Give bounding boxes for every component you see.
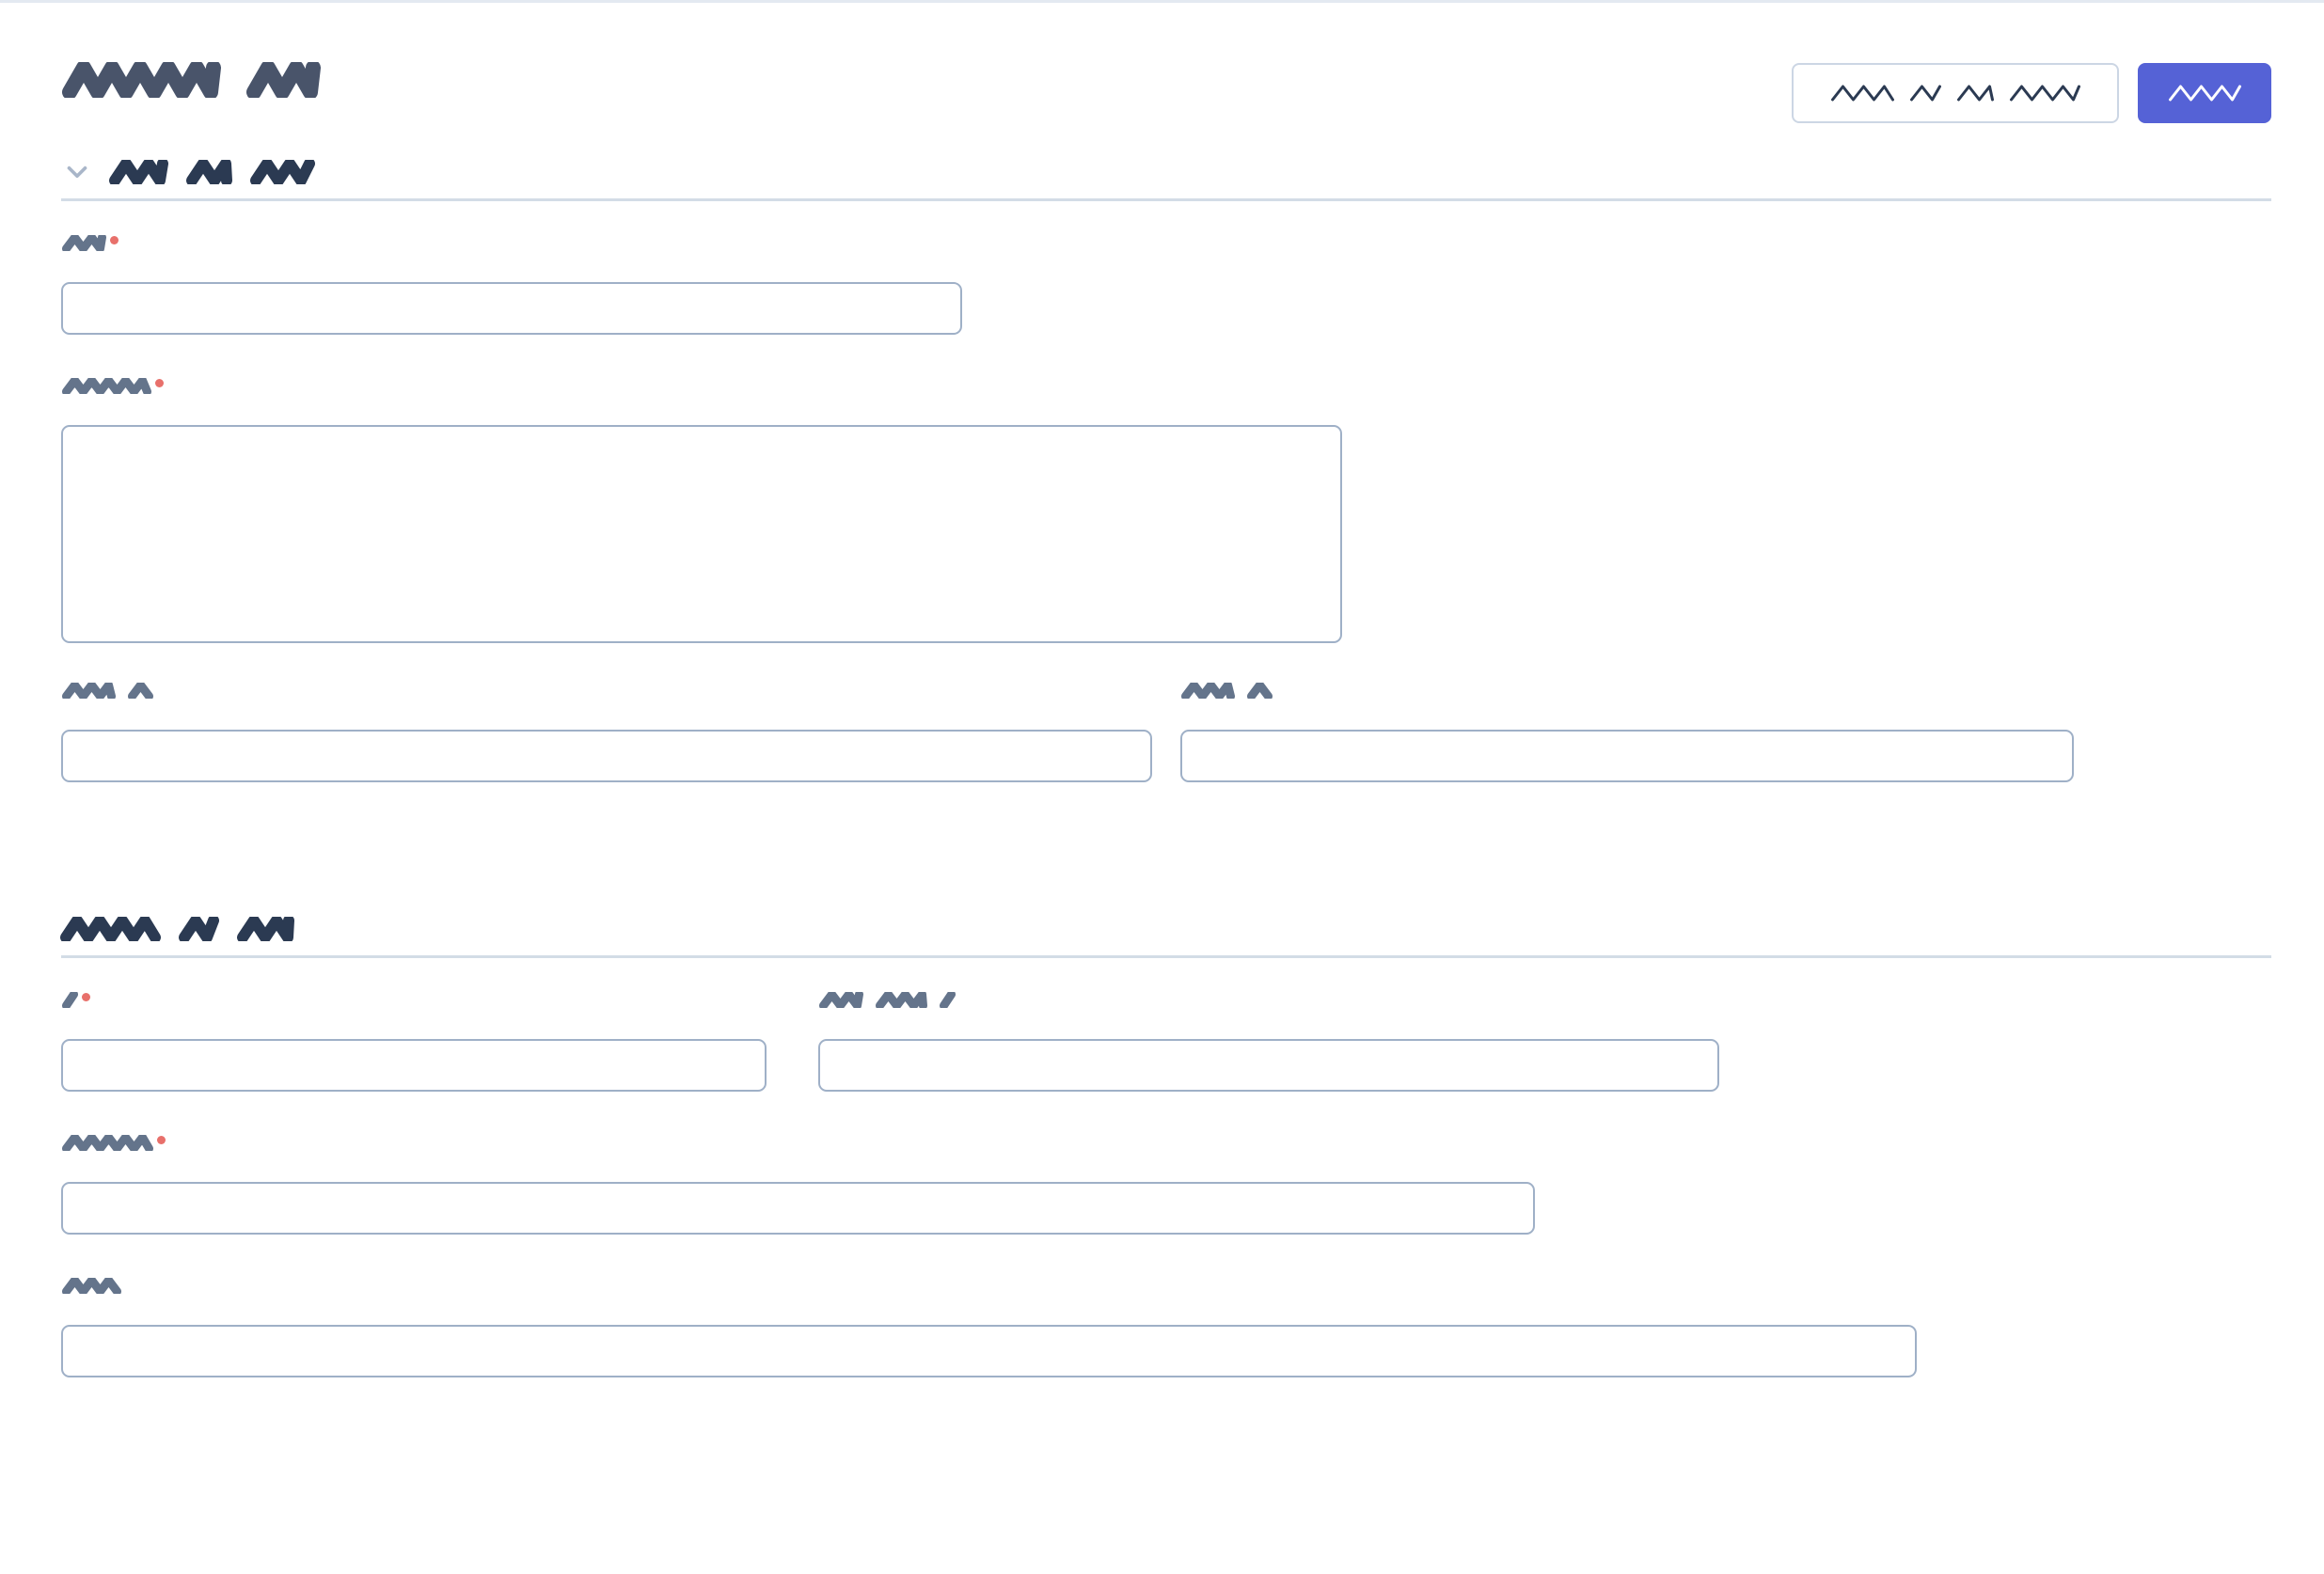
redaction-scribble [61,235,106,251]
header-actions [1792,63,2271,123]
redaction-scribble [249,160,315,184]
required-marker [82,993,90,1001]
field-external-id-input[interactable] [818,1039,1719,1092]
field-end-date [1180,683,2074,782]
section-one-divider [61,198,2271,201]
field-description [61,335,2324,643]
redaction-scribble [59,917,161,941]
section-two [0,782,2324,1377]
section-one-header[interactable] [0,146,2324,198]
field-end-date-input[interactable] [1180,730,2074,782]
redaction-scribble [939,992,956,1008]
required-marker [157,1136,166,1144]
required-marker [155,379,164,387]
field-description-label [61,378,2324,410]
field-end-date-label-text [1180,683,1273,699]
field-id [61,992,818,1092]
field-notes-input[interactable] [61,1325,1917,1377]
section-one-fields [0,201,2324,782]
redaction-scribble [127,683,153,699]
field-name [61,201,2324,335]
field-external-id-label [818,992,1719,1024]
redaction-scribble [1180,683,1235,699]
field-start-date [61,683,1180,782]
redaction-scribble [108,160,168,184]
field-start-date-label-text [61,683,153,699]
redaction-scribble [236,917,294,941]
redaction-scribble [1956,84,1994,102]
page-header [0,3,2324,146]
redaction-scribble [2009,84,2080,102]
redaction-scribble [61,62,221,98]
field-start-date-label [61,683,1180,715]
form-page [0,3,2324,1377]
secondary-button-label [1830,84,2080,102]
redaction-scribble [2168,84,2241,102]
redaction-scribble [1246,683,1273,699]
field-name-label [61,235,2324,267]
field-reference-label-text [61,1135,153,1151]
redaction-scribble [61,378,151,394]
section-one-title [108,160,315,184]
field-name-label-text [61,235,106,251]
field-id-label-text [61,992,78,1008]
primary-button-label [2168,84,2241,102]
id-row [61,958,2324,1092]
chevron-down-icon[interactable] [61,156,93,188]
primary-button[interactable] [2138,63,2271,123]
section-two-fields [0,958,2324,1377]
field-id-label [61,992,818,1024]
redaction-scribble [875,992,927,1008]
page-title [61,59,321,101]
field-id-input[interactable] [61,1039,767,1092]
section-two-header [0,903,2324,955]
field-end-date-label [1180,683,2074,715]
field-external-id [818,992,1719,1092]
field-reference [61,1092,2324,1235]
required-marker [110,236,119,244]
section-two-divider [61,955,2271,958]
section-two-title [59,917,294,941]
field-description-textarea[interactable] [61,425,1342,643]
redaction-scribble [61,1135,153,1151]
redaction-scribble [1830,84,1894,102]
date-row [61,643,2324,782]
redaction-scribble [61,1278,121,1294]
field-reference-label [61,1135,2324,1167]
redaction-scribble [178,917,219,941]
top-rule [0,0,2324,3]
redaction-scribble [61,683,116,699]
field-name-input[interactable] [61,282,962,335]
field-notes [61,1235,2324,1377]
field-external-id-label-text [818,992,956,1008]
page-title-text [61,62,321,98]
field-notes-label [61,1278,2324,1310]
redaction-scribble [818,992,863,1008]
secondary-button[interactable] [1792,63,2119,123]
field-description-label-text [61,378,151,394]
field-reference-input[interactable] [61,1182,1535,1235]
redaction-scribble [61,992,78,1008]
field-notes-label-text [61,1278,121,1294]
field-start-date-input[interactable] [61,730,1152,782]
section-one [0,146,2324,782]
redaction-scribble [1909,84,1941,102]
redaction-scribble [245,62,321,98]
redaction-scribble [185,160,232,184]
